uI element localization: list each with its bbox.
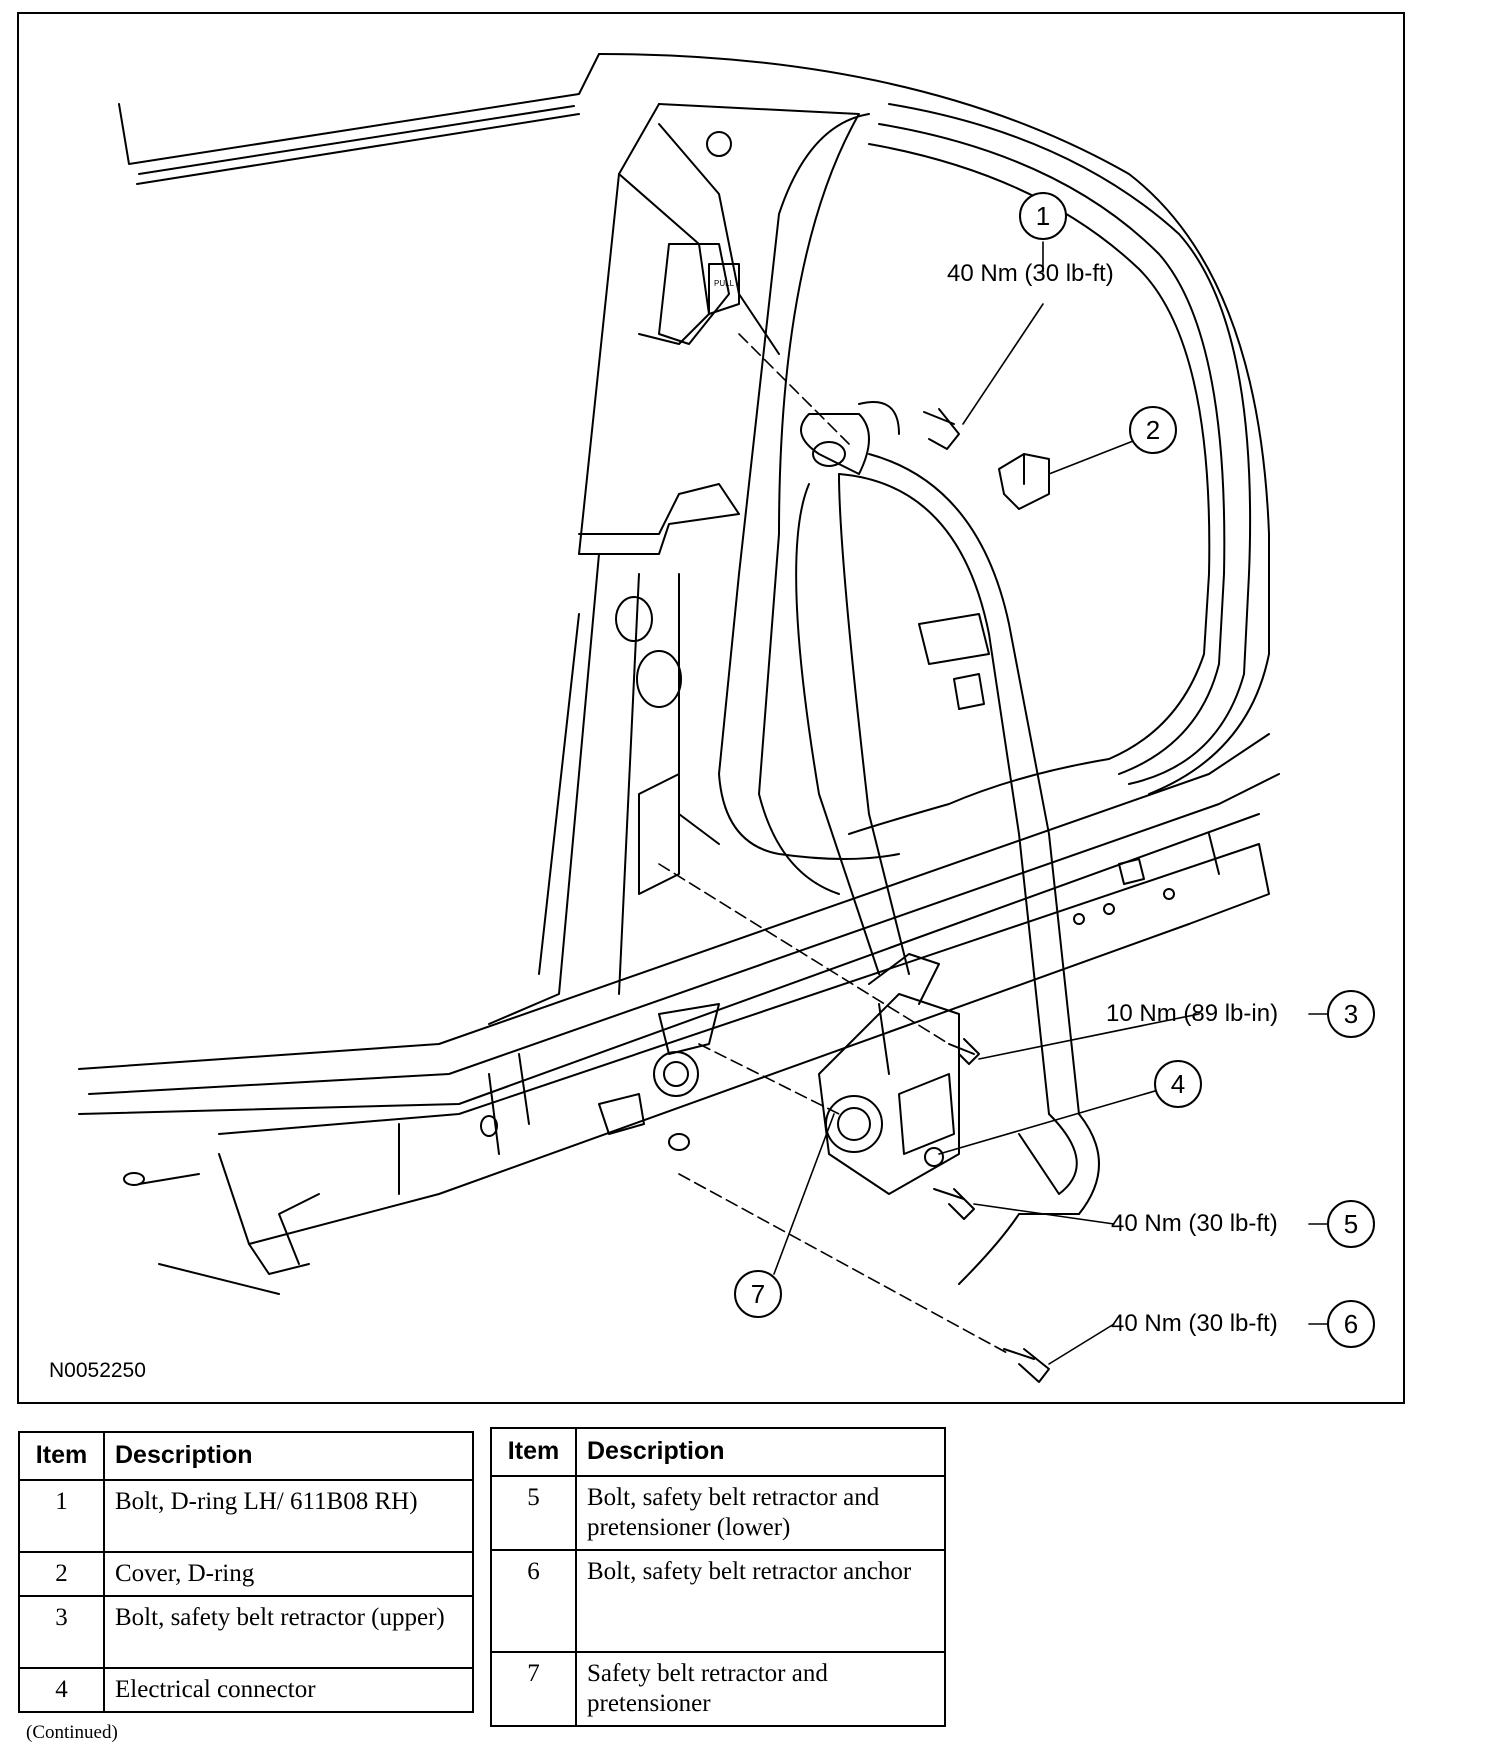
table-row: 7 Safety belt retractor and pretensioner (490, 1651, 946, 1727)
item-number: 5 (490, 1475, 577, 1551)
callout-number: 6 (1343, 1308, 1359, 1339)
torque-spec-6: 40 Nm (30 lb-ft) (1111, 1310, 1278, 1337)
table-row: 1 Bolt, D-ring LH/ 611B08 RH) (18, 1479, 474, 1553)
leader-lines (773, 241, 1330, 1365)
retractor (818, 953, 960, 1195)
callout-4: 4 (1154, 1060, 1202, 1108)
callout-number: 3 (1343, 998, 1359, 1029)
item-description: Safety belt retractor and pretensioner (575, 1651, 946, 1727)
item-number: 7 (490, 1651, 577, 1727)
door-frame (598, 53, 1270, 860)
item-description: Bolt, safety belt retractor and pretensi… (575, 1475, 946, 1551)
exploded-view-illustration: PULL (78, 53, 1330, 1383)
b-pillar (488, 103, 860, 1025)
item-number: 2 (18, 1551, 105, 1597)
table-row: 3 Bolt, safety belt retractor (upper) (18, 1595, 474, 1669)
table-header-row: Item Description (490, 1427, 946, 1477)
table-row: 6 Bolt, safety belt retractor anchor (490, 1549, 946, 1653)
bolt-6 (1003, 1348, 1050, 1383)
callout-3: 3 (1327, 990, 1375, 1038)
item-description: Electrical connector (103, 1667, 474, 1713)
column-header-description: Description (575, 1427, 946, 1477)
table-header-row: Item Description (18, 1431, 474, 1481)
table-row: 2 Cover, D-ring (18, 1551, 474, 1597)
callout-5: 5 (1327, 1200, 1375, 1248)
item-description: Bolt, safety belt retractor (upper) (103, 1595, 474, 1669)
belt-webbing (795, 453, 1100, 1285)
item-number: 4 (18, 1667, 105, 1713)
callout-7: 7 (734, 1270, 782, 1318)
item-description: Bolt, safety belt retractor anchor (575, 1549, 946, 1653)
pull-label: PULL (714, 279, 735, 288)
bolt-5 (933, 1188, 975, 1220)
callout-2: 2 (1129, 406, 1177, 454)
callout-number: 7 (750, 1278, 766, 1309)
height-adjuster-pocket: PULL (658, 243, 740, 345)
item-description: Cover, D-ring (103, 1551, 474, 1597)
torque-spec-5: 40 Nm (30 lb-ft) (1111, 1210, 1278, 1237)
d-ring (800, 401, 900, 475)
table-row: 4 Electrical connector (18, 1667, 474, 1713)
column-header-description: Description (103, 1431, 474, 1481)
bolt-1 (923, 408, 960, 450)
legend-table-left: Item Description 1 Bolt, D-ring LH/ 611B… (18, 1431, 474, 1713)
callout-6: 6 (1327, 1300, 1375, 1348)
column-header-item: Item (18, 1431, 105, 1481)
item-number: 1 (18, 1479, 105, 1553)
torque-spec-3: 10 Nm (89 lb-in) (1106, 1000, 1279, 1027)
roof-rail (118, 53, 600, 185)
torque-spec-1: 40 Nm (30 lb-ft) (947, 260, 1114, 287)
callout-1: 1 (1019, 192, 1067, 240)
callout-number: 2 (1145, 414, 1161, 445)
callout-number: 5 (1343, 1208, 1359, 1239)
item-number: 6 (490, 1549, 577, 1653)
installation-lines (658, 333, 1010, 1355)
rocker-sill (78, 733, 1280, 1295)
table-row: 5 Bolt, safety belt retractor and preten… (490, 1475, 946, 1551)
callout-number: 4 (1170, 1068, 1186, 1099)
d-ring-cover (998, 453, 1050, 510)
item-number: 3 (18, 1595, 105, 1669)
callout-number: 1 (1035, 200, 1051, 231)
figure-frame: PULL (17, 12, 1405, 1404)
column-header-item: Item (490, 1427, 577, 1477)
item-description: Bolt, D-ring LH/ 611B08 RH) (103, 1479, 474, 1553)
figure-id: N0052250 (49, 1359, 146, 1382)
continued-note: (Continued) (26, 1722, 118, 1743)
legend-table-right: Item Description 5 Bolt, safety belt ret… (490, 1427, 946, 1727)
bolt-3 (948, 1038, 980, 1065)
